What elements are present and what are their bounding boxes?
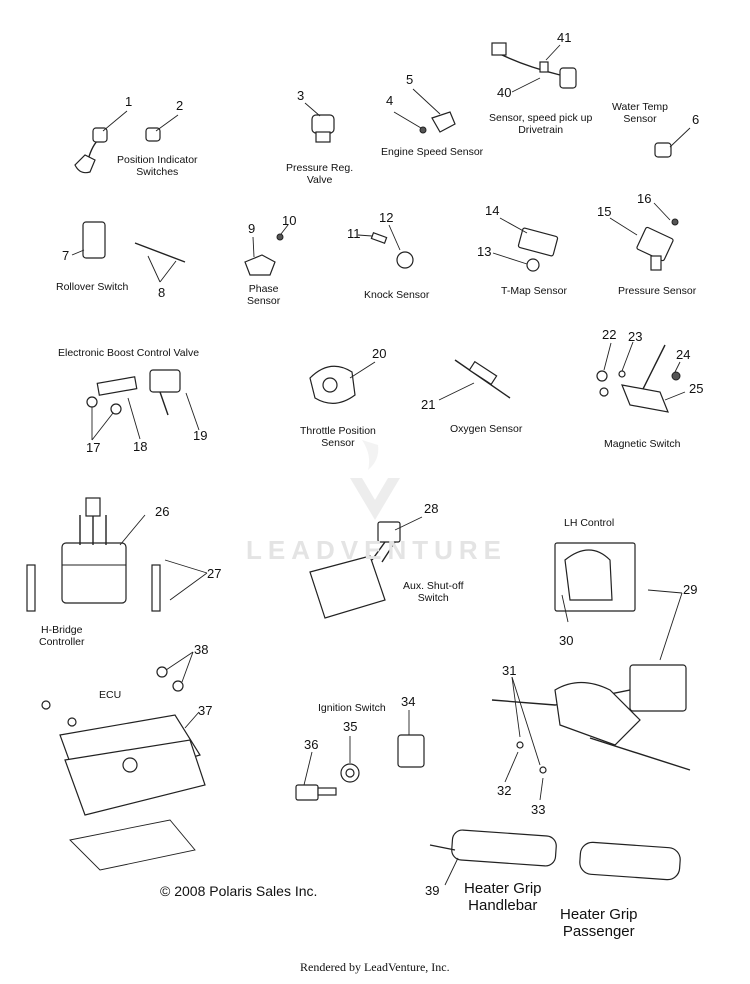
callout-number: 38	[194, 642, 209, 657]
callout-number: 16	[637, 191, 652, 206]
callout-number: 24	[676, 347, 691, 362]
lh-control-part	[554, 542, 683, 661]
label-heater-grip-passenger: Heater Grip Passenger	[560, 906, 638, 940]
callout-number: 14	[485, 203, 500, 218]
label-oxygen-sensor: Oxygen Sensor	[450, 423, 523, 435]
handlebar-control-part	[491, 664, 691, 801]
callout-number: 5	[406, 72, 414, 87]
knock-sensor-part	[357, 224, 414, 269]
engine-speed-sensor-part	[393, 88, 456, 134]
callout-number: 31	[502, 663, 517, 678]
label-h-bridge-controller: H-Bridge Controller	[39, 624, 85, 648]
callout-number: 17	[86, 440, 101, 455]
callout-number: 23	[628, 329, 643, 344]
callout-number: 25	[689, 381, 704, 396]
callout-number: 41	[557, 30, 572, 45]
callout-number: 22	[602, 327, 617, 342]
callout-number: 19	[193, 428, 208, 443]
phase-sensor-part	[244, 224, 289, 276]
watermark-text: LEADVENTURE	[246, 535, 508, 565]
throttle-position-sensor-part	[309, 361, 376, 404]
label-speed-pickup-sensor: Sensor, speed pick up Drivetrain	[489, 112, 593, 136]
label-ignition-switch: Ignition Switch	[318, 702, 386, 714]
callout-number: 39	[425, 883, 440, 898]
label-engine-speed-sensor: Engine Speed Sensor	[381, 146, 484, 158]
boost-control-valve-part	[86, 369, 200, 441]
label-magnetic-switch: Magnetic Switch	[604, 438, 681, 450]
water-temp-sensor-part	[654, 127, 691, 158]
callout-number: 20	[372, 346, 387, 361]
callout-number: 27	[207, 566, 222, 581]
position-indicator-switch-part	[74, 110, 179, 174]
callout-number: 15	[597, 204, 612, 219]
label-ecu: ECU	[99, 689, 122, 701]
label-aux-shutoff-switch: Aux. Shut-off Switch	[403, 580, 464, 604]
callout-number: 8	[158, 285, 166, 300]
aux-shutoff-switch-part	[309, 516, 423, 619]
magnetic-switch-part	[596, 341, 686, 413]
label-tmap-sensor: T-Map Sensor	[501, 285, 567, 297]
tmap-sensor-part	[492, 217, 559, 272]
callout-number: 18	[133, 439, 148, 454]
ignition-switch-part	[295, 710, 425, 801]
callout-number: 35	[343, 719, 358, 734]
label-lh-control: LH Control	[564, 517, 615, 529]
rendered-by-footer: Rendered by LeadVenture, Inc.	[300, 960, 450, 974]
callout-number: 26	[155, 504, 170, 519]
callout-number: 2	[176, 98, 184, 113]
callout-number: 40	[497, 85, 512, 100]
callout-number: 30	[559, 633, 574, 648]
watermark-logo	[350, 440, 400, 520]
label-water-temp-sensor: Water Temp Sensor	[612, 101, 669, 125]
callout-number: 6	[692, 112, 700, 127]
callout-number: 29	[683, 582, 698, 597]
callout-number: 7	[62, 248, 70, 263]
callout-number: 36	[304, 737, 319, 752]
callout-number: 33	[531, 802, 546, 817]
label-rollover-switch: Rollover Switch	[56, 281, 129, 293]
callout-number: 10	[282, 213, 297, 228]
ecu-part	[41, 651, 206, 871]
callout-number: 11	[347, 226, 361, 241]
h-bridge-controller-part	[26, 497, 208, 612]
heater-grip-part	[429, 829, 681, 886]
label-pressure-reg-valve: Pressure Reg. Valve	[286, 162, 354, 186]
label-knock-sensor: Knock Sensor	[364, 289, 430, 301]
callout-number: 37	[198, 703, 213, 718]
speed-pickup-part	[491, 42, 577, 93]
callout-number: 13	[477, 244, 492, 259]
pressure-sensor-part	[609, 202, 679, 271]
pressure-reg-valve-part	[304, 102, 335, 143]
label-phase-sensor: Phase Sensor	[247, 283, 281, 307]
callout-number: 4	[386, 93, 394, 108]
label-position-indicator-switches: Position Indicator Switches	[117, 154, 198, 178]
oxygen-sensor-part	[438, 359, 511, 401]
callout-number: 9	[248, 221, 256, 236]
callout-number: 3	[297, 88, 305, 103]
copyright-notice: © 2008 Polaris Sales Inc.	[160, 883, 318, 899]
callout-number: 34	[401, 694, 416, 709]
callout-number: 32	[497, 783, 512, 798]
label-throttle-position-sensor: Throttle Position Sensor	[300, 425, 376, 449]
label-heater-grip-handlebar: Heater Grip Handlebar	[464, 880, 542, 914]
callout-number: 1	[125, 94, 133, 109]
rollover-switch-part	[71, 221, 186, 283]
callout-number: 28	[424, 501, 439, 516]
label-pressure-sensor: Pressure Sensor	[618, 285, 697, 297]
callout-number: 12	[379, 210, 394, 225]
callout-number: 21	[421, 397, 436, 412]
label-boost-control-valve: Electronic Boost Control Valve	[58, 347, 200, 359]
